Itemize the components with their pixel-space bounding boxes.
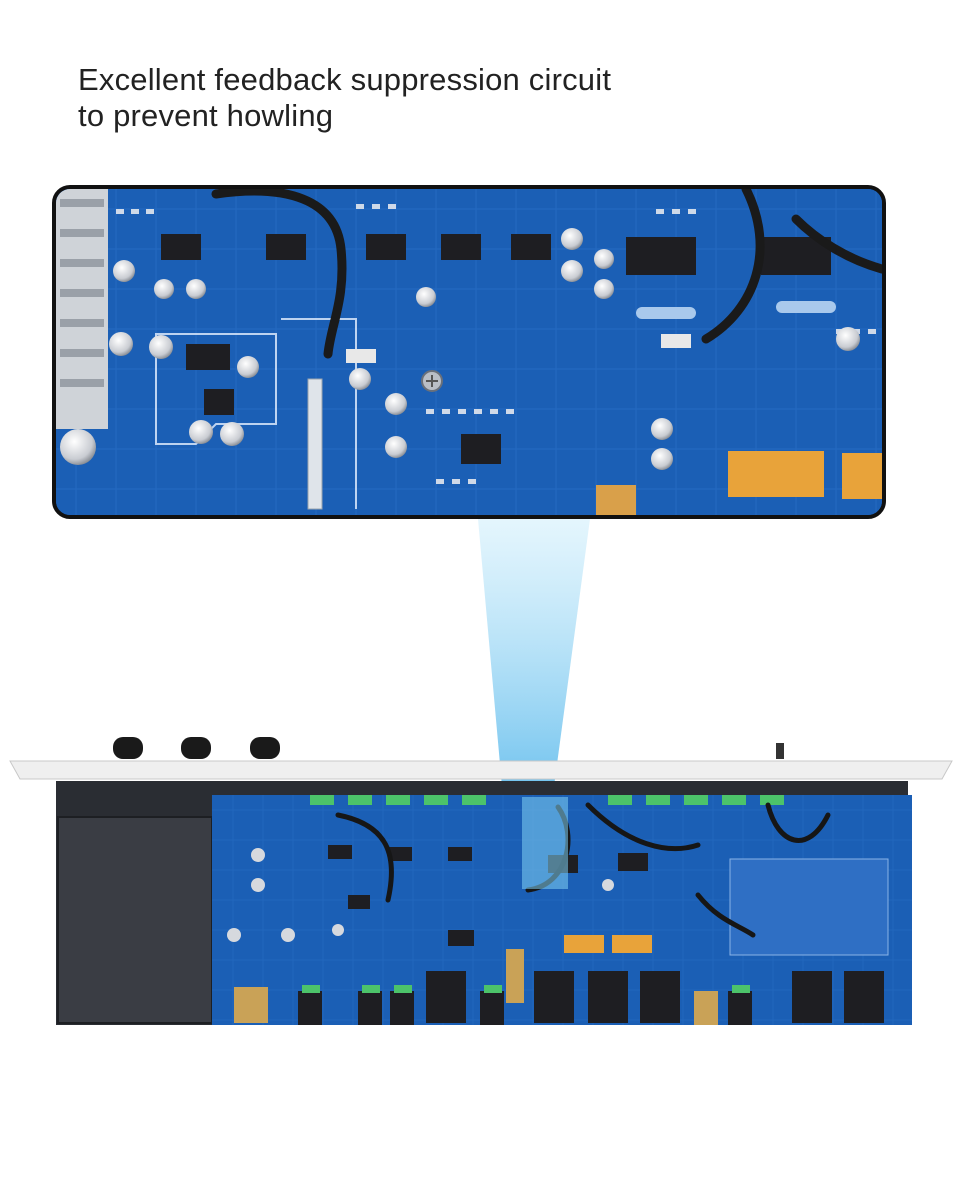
capacitor-icon [60, 228, 860, 470]
zoom-beam-icon [478, 519, 590, 831]
pcb-closeup-panel [52, 185, 886, 519]
headline-line-1: Excellent feedback suppression circuit [78, 62, 612, 97]
heatsink-icon [56, 189, 108, 429]
headline-line-2: to prevent howling [78, 98, 334, 133]
pcb-closeup-image [56, 189, 882, 515]
cable-icon [211, 189, 882, 359]
relay-icon [596, 451, 882, 515]
connector-icon [234, 949, 884, 1025]
headline: Excellent feedback suppression circuit t… [78, 62, 838, 134]
knob-icon [113, 737, 784, 759]
mixer-chassis-image [8, 735, 954, 1045]
